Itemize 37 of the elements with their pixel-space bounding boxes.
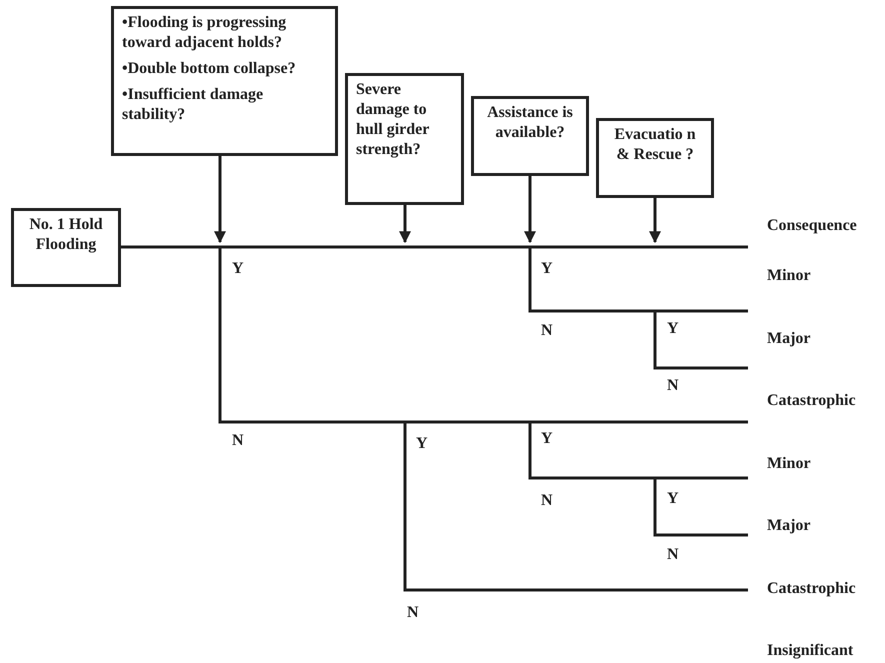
outcome-label: Catastrophic (767, 580, 856, 598)
branch-label: Y (541, 260, 553, 278)
outcome-label: Minor (767, 455, 811, 473)
arrow (399, 205, 411, 244)
question-text: Assistance is available? (486, 103, 574, 143)
branch-label: N (541, 492, 553, 510)
outcome-label: Major (767, 330, 811, 348)
branch-label: Y (541, 430, 553, 448)
question-text: •Double bottom collapse? (122, 59, 297, 79)
arrow (649, 198, 661, 244)
outcome-label: Minor (767, 267, 811, 285)
outcome-label: Consequence (767, 217, 857, 235)
branch-label: N (407, 604, 419, 622)
question-box (111, 6, 338, 156)
event-label: No. 1 Hold Flooding (28, 215, 104, 255)
arrow (214, 156, 226, 244)
branch-label: N (667, 546, 679, 564)
question-box (471, 96, 589, 176)
initiating-event-box (11, 208, 121, 287)
branch-label: Y (667, 490, 679, 508)
branch-label: N (232, 432, 244, 450)
question-text: Severe damage to hull girder strength? (356, 80, 430, 160)
branch-label: Y (232, 260, 244, 278)
branch-label: Y (667, 320, 679, 338)
outcome-label: Catastrophic (767, 392, 856, 410)
question-text: •Flooding is progressing toward adjacent holds? (122, 13, 288, 53)
question-box (345, 73, 464, 205)
outcome-label: Insignificant (767, 642, 854, 660)
question-text: Evacuatio n & Rescue ? (613, 125, 697, 165)
question-text: •Insufficient damage stability? (122, 85, 264, 125)
question-box (596, 118, 714, 198)
branch-label: Y (416, 435, 428, 453)
tree-line (121, 246, 748, 248)
branch-label: N (541, 322, 553, 340)
arrow (524, 176, 536, 244)
outcome-label: Major (767, 517, 811, 535)
branch-label: N (667, 377, 679, 395)
